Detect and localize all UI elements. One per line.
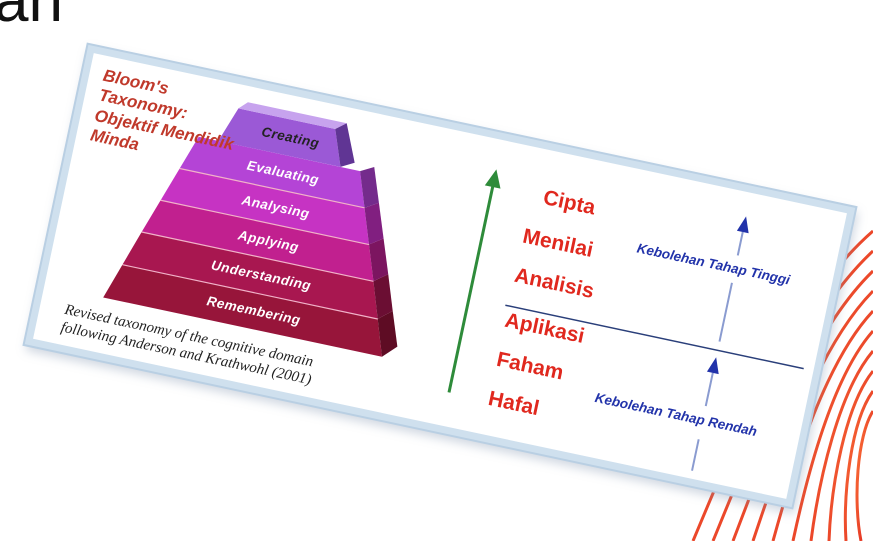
- higher-ability-arrow: [718, 216, 749, 342]
- level-label-analysing: Analysing: [240, 192, 312, 222]
- bloom-taxonomy-figure: Bloom's Taxonomy: Objektif Mendidik Mind…: [33, 53, 847, 499]
- order-divider: [505, 304, 804, 370]
- level-label-applying: Applying: [236, 227, 301, 255]
- level-label-understanding: Understanding: [209, 257, 313, 294]
- pyramid-graphic: [103, 102, 804, 471]
- lower-ability-arrow: [691, 357, 719, 471]
- pyramid-layer-evaluating: [179, 136, 365, 208]
- pyramid-layer-understanding: [122, 232, 378, 319]
- growth-arrow: [447, 169, 501, 393]
- pyramid-layer-remembering: [103, 264, 382, 357]
- pyramid-layer-creating: [218, 108, 341, 167]
- level-label-creating: Creating: [260, 123, 321, 151]
- slide-title-fragment: an: [0, 0, 63, 35]
- pyramid-layer-applying: [141, 200, 374, 282]
- level-label-evaluating: Evaluating: [245, 157, 321, 188]
- pyramid-layer-analysing: [160, 168, 369, 245]
